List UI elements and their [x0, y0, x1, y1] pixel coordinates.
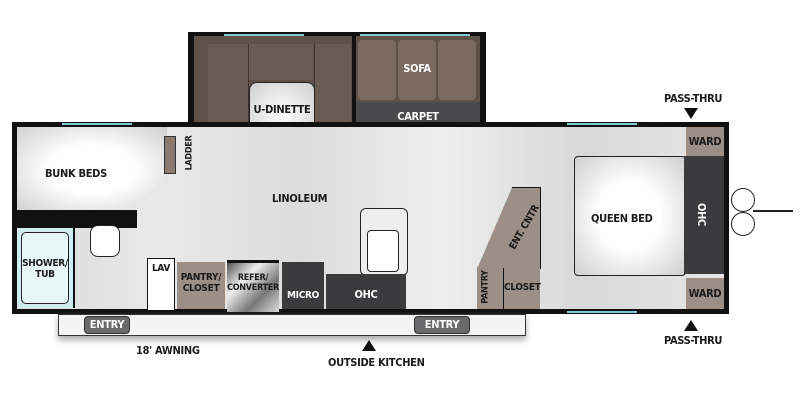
- toilet-icon: [90, 225, 120, 257]
- outside-kitchen-label: OUTSIDE KITCHEN: [328, 356, 425, 369]
- pass-thru-top-label: PASS-THRU: [664, 92, 723, 105]
- sofa-area: SOFA CARPET: [356, 36, 480, 130]
- lav-label: LAV: [151, 263, 171, 274]
- arrow-up-icon: [684, 320, 698, 331]
- u-dinette-label: U-DINETTE: [253, 103, 311, 116]
- arrow-up-icon: [362, 340, 376, 351]
- entry-left-button[interactable]: ENTRY: [84, 316, 130, 334]
- bunk-beds-label: BUNK BEDS: [45, 167, 107, 180]
- hitch-icon: [729, 188, 799, 238]
- closet: CLOSET: [504, 268, 541, 309]
- window: [224, 34, 304, 36]
- ward-bottom: WARD: [686, 278, 724, 309]
- refer-converter: REFER/ CONVERTER: [227, 260, 279, 312]
- awning: [58, 314, 526, 336]
- shower-tub-label: SHOWER/ TUB: [22, 258, 68, 280]
- pantry: PANTRY: [477, 268, 504, 309]
- window: [360, 34, 470, 36]
- ohc-bedroom: OHC: [684, 156, 724, 274]
- shower-tub: SHOWER/ TUB: [17, 228, 75, 308]
- ladder-label: LADDER: [184, 135, 195, 171]
- linoleum-label: LINOLEUM: [272, 192, 328, 205]
- ohc-kitchen: OHC: [326, 274, 406, 309]
- trailer-body: BUNK BEDS LADDER SHOWER/ TUB LAV PANTRY/…: [12, 122, 729, 314]
- ladder: [164, 136, 176, 174]
- pass-thru-bottom-label: PASS-THRU: [664, 334, 723, 347]
- entry-right-button[interactable]: ENTRY: [414, 316, 470, 334]
- pantry-closet: PANTRY/ CLOSET: [177, 262, 225, 309]
- bunk-beds: BUNK BEDS: [17, 127, 167, 212]
- microwave: MICRO: [282, 262, 324, 309]
- queen-bed: QUEEN BED: [574, 156, 686, 276]
- arrow-down-icon: [684, 108, 698, 119]
- ward-top: WARD: [686, 127, 724, 156]
- awning-label: 18' AWNING: [136, 344, 200, 357]
- sink-icon: [367, 230, 399, 272]
- lav: LAV: [147, 258, 175, 311]
- carpet-label: CARPET: [397, 110, 439, 123]
- slide-out: U-DINETTE SOFA CARPET: [188, 32, 486, 144]
- dinette-area: U-DINETTE: [194, 36, 352, 144]
- sofa-label: SOFA: [403, 62, 431, 75]
